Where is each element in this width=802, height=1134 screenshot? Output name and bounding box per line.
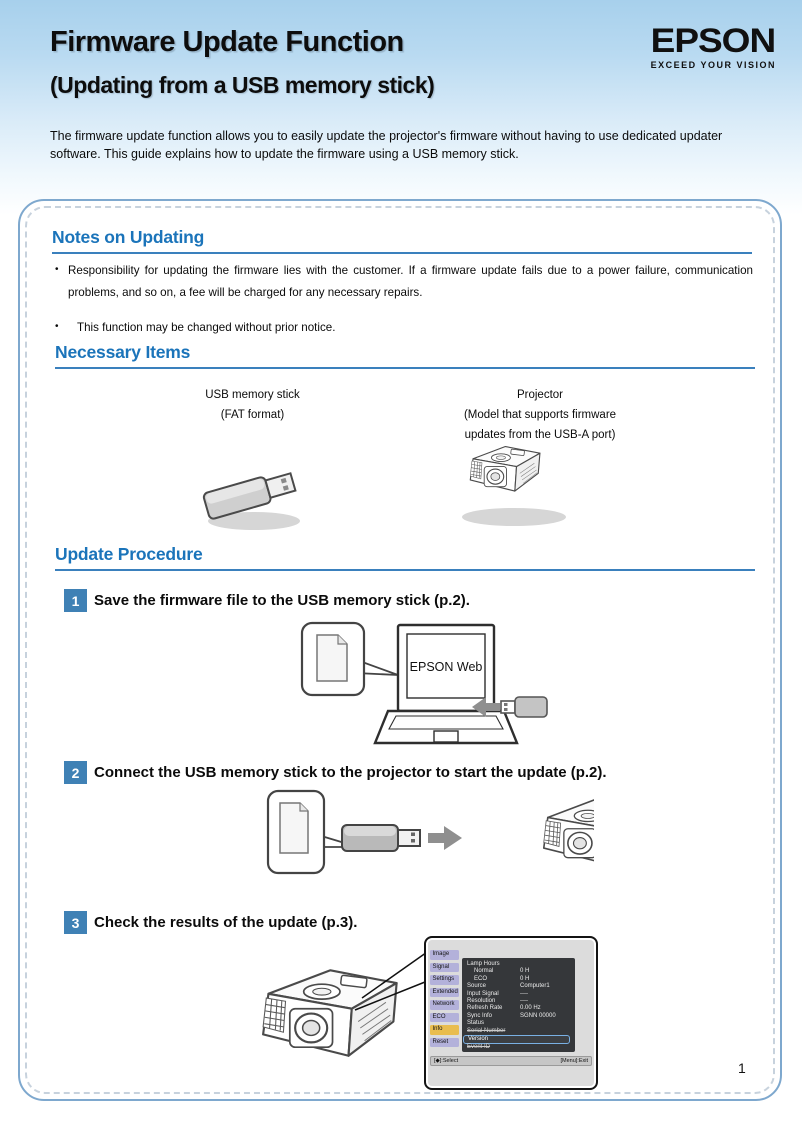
bullet-text: This function may be changed without pri…	[77, 321, 336, 335]
step1-laptop-illustration: EPSON Web	[300, 621, 548, 745]
osd-tab-signal: Signal	[430, 962, 459, 972]
bullet-text: Responsibility for updating the firmware…	[68, 264, 753, 300]
usb-item-label: USB memory stick (FAT format)	[170, 385, 335, 425]
projector-sublabel-2: updates from the USB-A port)	[464, 429, 616, 441]
osd-row: Status	[467, 1020, 485, 1027]
osd-tab-info: Info	[430, 1025, 459, 1035]
step-text: Connect the USB memory stick to the proj…	[94, 764, 607, 781]
osd-sidebar: Image Signal Settings Extended Network E…	[430, 950, 459, 1050]
osd-row: Lamp Hours	[467, 961, 500, 967]
usb-label: USB memory stick	[205, 389, 300, 401]
bullet-dot: •	[55, 264, 59, 275]
usb-stick-illustration	[202, 472, 300, 530]
bullet-item: • Responsibility for updating the firmwa…	[55, 260, 753, 304]
osd-footer-exit: [Menu]:Exit	[560, 1058, 588, 1064]
page-number: 1	[738, 1060, 746, 1076]
osd-tab-extended: Extended	[430, 987, 459, 997]
step-number-badge: 3	[64, 911, 87, 934]
projector-label: Projector	[516, 389, 564, 401]
notes-bullet-list: • Responsibility for updating the firmwa…	[55, 260, 753, 352]
osd-row-version-highlighted: Version	[463, 1034, 570, 1044]
projector-item-label: Projector (Model that supports firmware …	[430, 385, 650, 445]
osd-tab-reset: Reset	[430, 1037, 459, 1047]
usb-stick-small-icon	[500, 696, 548, 718]
osd-tab-eco: ECO	[430, 1012, 459, 1022]
step3-projector-illustration	[228, 950, 406, 1078]
epson-logo-text: EPSON	[650, 21, 777, 60]
bullet-dot: •	[55, 321, 59, 333]
osd-row: Resolution----	[467, 997, 528, 1004]
procedure-heading: Update Procedure	[55, 544, 755, 571]
page-title: Firmware Update Function	[50, 26, 404, 58]
osd-tab-settings: Settings	[430, 975, 459, 985]
arrow-left-icon	[472, 697, 500, 717]
step-text: Save the firmware file to the USB memory…	[94, 592, 470, 609]
step-text: Check the results of the update (p.3).	[94, 914, 358, 931]
osd-tab-image: Image	[430, 950, 459, 960]
intro-paragraph: The firmware update function allows you …	[50, 129, 723, 162]
osd-row: Input Signal----	[467, 990, 528, 997]
step-number-badge: 1	[64, 589, 87, 612]
notes-heading: Notes on Updating	[52, 227, 752, 254]
arrow-right-icon	[428, 826, 462, 850]
step2-connect-illustration	[266, 789, 594, 875]
bullet-item: • This function may be changed without p…	[55, 317, 753, 339]
osd-menu-screenshot: Image Signal Settings Extended Network E…	[424, 936, 598, 1090]
usb-sublabel: (FAT format)	[220, 409, 285, 421]
osd-row: Event ID	[467, 1043, 491, 1050]
osd-footer-select: [◆]:Select	[434, 1058, 459, 1064]
osd-row: Serial Number	[467, 1027, 506, 1034]
osd-footer-bar: [◆]:Select [Menu]:Exit	[430, 1056, 592, 1066]
projector-illustration	[462, 437, 566, 526]
step-number-badge: 2	[64, 761, 87, 784]
osd-tab-network: Network	[430, 1000, 459, 1010]
items-heading: Necessary Items	[55, 342, 755, 369]
epson-logo: EPSON EXCEED YOUR VISION	[650, 21, 777, 70]
usb-stick-icon	[341, 824, 421, 852]
projector-sublabel-1: (Model that supports firmware	[463, 409, 617, 421]
epson-logo-tagline: EXCEED YOUR VISION	[650, 60, 776, 70]
laptop-screen-label: EPSON Web	[410, 660, 483, 674]
page-subtitle: (Updating from a USB memory stick)	[50, 72, 435, 98]
